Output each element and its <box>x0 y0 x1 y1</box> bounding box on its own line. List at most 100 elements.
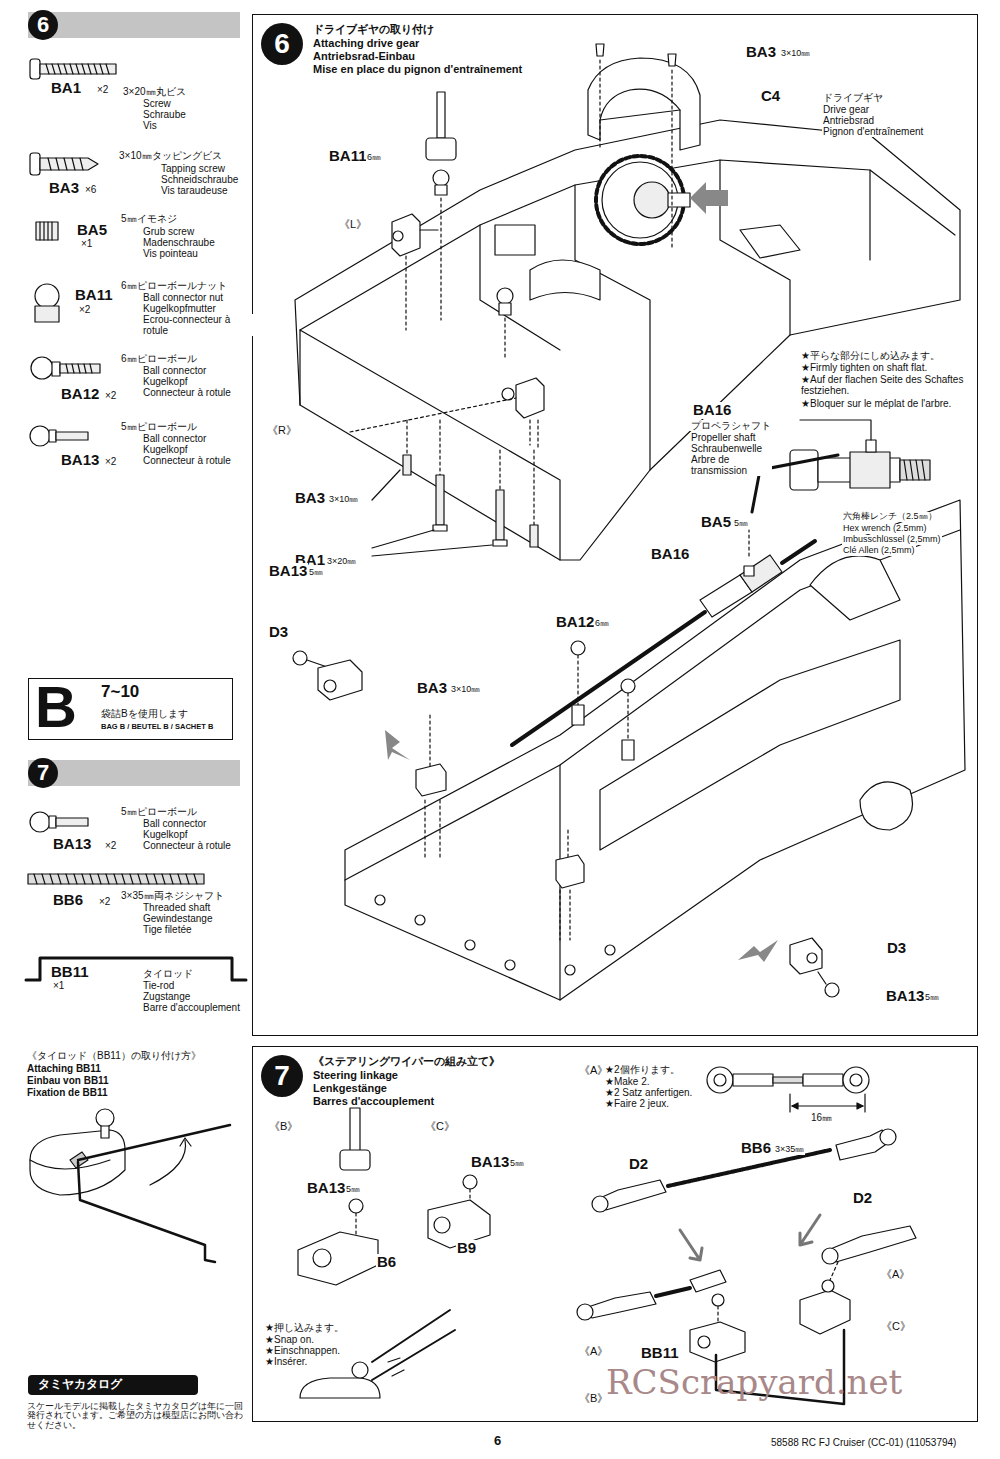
line-art <box>800 420 871 440</box>
line-art <box>40 158 98 170</box>
line-art <box>516 378 544 418</box>
part-code: BA13 <box>885 988 925 1005</box>
note-text: 六角棒レンチ（2.5㎜） <box>842 512 938 522</box>
part-code: BA1 <box>50 80 82 97</box>
note-text: 《B》 <box>578 1392 609 1404</box>
note-text: 5㎜ <box>733 519 749 529</box>
note-text: Propeller shaft <box>690 432 756 443</box>
line-art <box>904 460 925 480</box>
line-art <box>349 1199 363 1213</box>
note-text: 6㎜ピローボール <box>120 353 198 364</box>
note-text: 5㎜イモネジ <box>120 213 178 224</box>
line-art <box>429 715 430 770</box>
line-art <box>49 430 56 442</box>
step-title: 《ステアリングワイパーの組み立て》 <box>313 1055 500 1067</box>
line-art <box>300 160 955 330</box>
line-art <box>437 92 445 138</box>
line-art <box>293 651 307 665</box>
step7-b-and-c <box>298 1108 490 1285</box>
bag-note: 袋詰Bを使用します <box>101 708 188 719</box>
line-art <box>46 64 109 74</box>
part-code: BA12 <box>60 386 100 403</box>
step-header-bar: 7 <box>28 760 240 786</box>
note-text: 3×20㎜丸ビス <box>122 86 187 97</box>
note-text: Schneidschraube <box>160 174 239 185</box>
line-art <box>714 1074 726 1086</box>
ball-ba13 <box>30 812 88 832</box>
part-code: BB6 <box>740 1140 772 1157</box>
note-text: 《C》 <box>424 1120 456 1132</box>
note-text: 5㎜ <box>345 1185 361 1195</box>
part-code: BA11 <box>74 287 114 304</box>
note-text: Connecteur à rotule <box>142 387 232 398</box>
line-art <box>440 198 441 320</box>
note-text: Ball connector <box>142 818 207 829</box>
propeller-shaft <box>512 455 838 745</box>
screw-ba1 <box>30 59 116 79</box>
note-text: 3×10㎜ <box>780 49 811 59</box>
note-text: Schraube <box>142 109 187 120</box>
line-art <box>748 530 749 556</box>
line-art <box>295 120 960 560</box>
note-text: 5㎜ <box>924 993 940 1003</box>
note-text: Ball connector <box>142 365 207 376</box>
note-text: ★2 Satz anfertigen. <box>604 1087 693 1098</box>
note-text: ★Auf der flachen Seite des Schaftes fest… <box>800 374 972 396</box>
note-text: タイロッド <box>142 968 194 979</box>
step-title: Antriebsrad-Einbau <box>313 50 415 62</box>
line-art <box>572 705 584 725</box>
line-art <box>56 432 88 440</box>
line-art <box>150 1140 186 1185</box>
line-art <box>434 1217 450 1233</box>
note-text: ★平らな部分にしめ込みます。 <box>800 350 941 361</box>
step-title: Lenkgestänge <box>313 1082 387 1094</box>
line-art <box>588 58 700 150</box>
part-code: C4 <box>760 88 781 105</box>
step-range: 7~10 <box>101 683 139 702</box>
line-art <box>822 1248 838 1264</box>
line-art <box>680 1230 702 1260</box>
line-art <box>345 530 960 880</box>
note-text: Kugelkopfmutter <box>142 303 217 314</box>
propeller-joint-detail <box>790 420 930 490</box>
part-code: BA16 <box>692 402 732 419</box>
note-text: Pignon d'entraînement <box>822 126 924 137</box>
catalog-title: タミヤカタログ <box>38 1378 122 1391</box>
note-text: 《R》 <box>266 424 298 436</box>
line-art <box>530 525 538 547</box>
line-art <box>495 225 535 255</box>
note-text: 3×35㎜両ネジシャフト <box>120 890 225 901</box>
note-text: Zugstange <box>142 991 191 1002</box>
part-code: BA13 <box>306 1180 346 1197</box>
line-art <box>560 890 570 940</box>
part-code: BB11 <box>640 1345 680 1362</box>
ball-posts-and-d3 <box>293 641 839 997</box>
note-text: Ball connector <box>142 433 207 444</box>
note-text: Kugelkopf <box>142 376 188 387</box>
part-code: D2 <box>852 1190 873 1207</box>
line-art <box>567 830 568 860</box>
step-title: Steering linkage <box>313 1069 398 1081</box>
note-text: 3×10㎜ <box>450 685 481 695</box>
part-code: BA13 <box>52 836 92 853</box>
line-art <box>35 306 59 322</box>
catalog-box: タミヤカタログ <box>28 1375 198 1395</box>
line-art <box>738 940 778 962</box>
note-text: Connecteur à rotule <box>142 840 232 851</box>
line-art <box>415 915 425 925</box>
line-art <box>101 1126 109 1138</box>
line-art <box>621 679 635 693</box>
part-code: D3 <box>886 940 907 957</box>
part-code: BA3 <box>294 490 326 507</box>
line-art <box>96 1109 114 1127</box>
part-code: BA3 <box>416 680 448 697</box>
note-text: Vis pointeau <box>142 248 199 259</box>
note-text: 《タイロッド（BB11）の取り付け方》 <box>26 1050 202 1061</box>
note-text: ×2 <box>96 84 109 95</box>
part-code: Fixation de BB11 <box>26 1087 109 1098</box>
note-text: ドライブギヤ <box>822 92 884 103</box>
note-text: ★Faire 2 jeux. <box>604 1098 670 1109</box>
line-art <box>556 855 584 888</box>
note-text: Tige filetée <box>142 924 193 935</box>
